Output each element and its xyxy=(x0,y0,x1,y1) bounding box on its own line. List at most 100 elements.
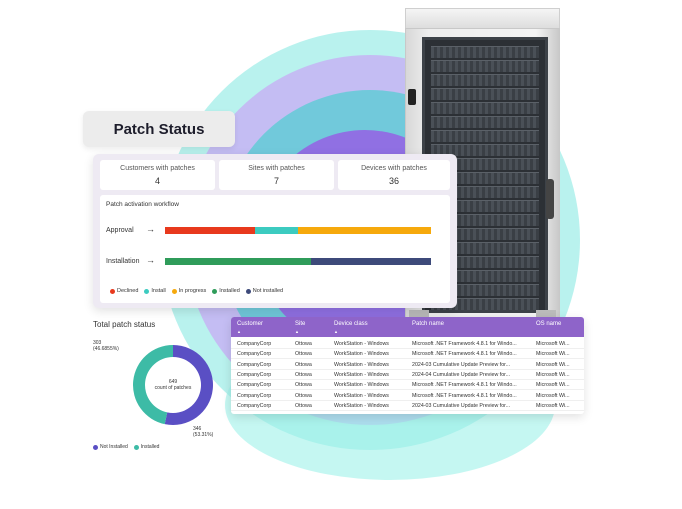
table-cell: CompanyCorp xyxy=(237,341,272,347)
slice-pct: (46.6855%) xyxy=(93,346,119,352)
rack-slot xyxy=(431,46,539,58)
table-cell: WorkStation - Windows xyxy=(334,351,389,358)
table-cell: CompanyCorp xyxy=(237,361,272,368)
bar-segment-install[interactable] xyxy=(255,227,298,234)
stat-label: Sites with patches xyxy=(248,165,305,172)
stat-label: Customers with patches xyxy=(120,165,195,172)
stat-customers: Customers with patches 4 xyxy=(100,160,215,190)
legend-label: Not installed xyxy=(252,288,284,294)
legend-label: Declined xyxy=(117,288,139,294)
table-row[interactable]: CompanyCorp Ottowa WorkStation - Windows 20… xyxy=(231,370,584,380)
bar-segment-in-progress[interactable] xyxy=(297,227,431,234)
legend-item: Declined xyxy=(110,288,138,294)
legend-item: Not installed xyxy=(245,288,284,294)
stat-value: 4 xyxy=(154,176,160,186)
table-row[interactable]: CompanyCorp Ottowa WorkStation - Windows Mi… xyxy=(231,349,584,360)
rack-slot xyxy=(431,158,539,170)
approval-bar xyxy=(165,227,431,234)
table-cell: WorkStation - Windows xyxy=(334,371,389,378)
table-cell: CompanyCorp xyxy=(237,371,272,378)
table-row[interactable]: CompanyCorp Ottowa WorkStation - Windows Mi… xyxy=(231,391,584,401)
workflow-card: Patch activation workflow Approval → Ins… xyxy=(100,195,450,303)
table-cell: Ottowa xyxy=(295,371,312,378)
column-header-device-class[interactable]: Device class▲ xyxy=(328,317,406,337)
table-cell: 2024-04 Cumulative Update Preview for... xyxy=(412,371,511,378)
sort-up-icon[interactable]: ▲ xyxy=(237,329,241,334)
table-cell: Microsoft Wi... xyxy=(536,392,570,399)
sort-up-icon[interactable]: ▲ xyxy=(295,329,299,334)
rack-slot xyxy=(431,60,539,72)
table-cell: CompanyCorp xyxy=(237,402,272,409)
installation-bar xyxy=(165,258,431,265)
table-cell: Ottowa xyxy=(295,351,312,358)
table-cell: WorkStation - Windows xyxy=(334,382,389,389)
sort-up-icon[interactable]: ▲ xyxy=(334,329,338,334)
legend-dot xyxy=(171,288,177,294)
bar-segment-not-installed[interactable] xyxy=(311,258,431,265)
patch-overview-panel: Customers with patches 4 Sites with patc… xyxy=(93,154,457,308)
stat-value: 7 xyxy=(273,176,279,186)
table-cell: WorkStation - Windows xyxy=(334,392,389,399)
table-cell: WorkStation - Windows xyxy=(334,402,389,409)
table-cell: Microsoft .NET Framework 4.8.1 for Windo… xyxy=(412,351,517,358)
rack-slot xyxy=(431,298,539,310)
rack-slot xyxy=(431,144,539,156)
legend-dot xyxy=(212,288,218,294)
legend-label: Installed xyxy=(140,444,160,450)
column-header-site[interactable]: Site▲ xyxy=(289,317,328,337)
donut-center: 649 count of patches xyxy=(125,337,221,433)
legend-dot xyxy=(144,288,150,294)
rack-slot xyxy=(431,186,539,198)
rack-slot xyxy=(431,130,539,142)
table-cell: Ottowa xyxy=(295,392,312,399)
legend-item: Not Installed xyxy=(93,444,128,450)
column-label: Customer xyxy=(237,321,264,327)
workflow-row-label: Installation xyxy=(106,258,140,265)
rack-slot xyxy=(431,88,539,100)
rack-slot xyxy=(431,102,539,114)
table-cell: Microsoft .NET Framework 4.8.1 for Windo… xyxy=(412,341,517,347)
legend-dot xyxy=(93,444,98,450)
column-header-patch-name[interactable]: Patch name xyxy=(406,317,530,337)
donut-slice-installed[interactable] xyxy=(133,345,173,425)
legend-label: Not Installed xyxy=(100,444,128,450)
rack-slot xyxy=(431,242,539,254)
column-label: Patch name xyxy=(412,321,445,327)
table-cell: Microsoft Wi... xyxy=(536,402,570,409)
patch-table: Customer ▲ Site▲ Device class▲ Patch name… xyxy=(231,317,584,414)
donut-slice-not-installed[interactable] xyxy=(164,345,214,425)
column-header-customer[interactable]: Customer ▲ xyxy=(231,317,289,337)
workflow-legend: Declined Install In progress Installed N… xyxy=(110,288,283,294)
table-cell: Microsoft Wi... xyxy=(536,371,570,378)
stat-sites: Sites with patches 7 xyxy=(219,160,334,190)
table-cell: Microsoft Wi... xyxy=(536,351,570,358)
table-cell: CompanyCorp xyxy=(237,351,272,358)
column-header-os-name[interactable]: OS name xyxy=(530,317,584,337)
column-label: OS name xyxy=(536,321,562,327)
legend-item: Installed xyxy=(212,288,240,294)
bar-segment-installed[interactable] xyxy=(165,258,312,265)
rack-slot xyxy=(431,284,539,296)
stat-value: 36 xyxy=(388,176,399,186)
stat-label: Devices with patches xyxy=(361,165,427,172)
bar-segment-declined[interactable] xyxy=(165,227,256,234)
legend-item: In progress xyxy=(171,288,206,294)
arrow-right-icon: → xyxy=(146,224,155,234)
donut-center-label: count of patches xyxy=(154,385,192,391)
rack-foot xyxy=(536,310,556,318)
table-cell: CompanyCorp xyxy=(237,382,272,389)
arrow-right-icon: → xyxy=(146,255,155,265)
table-cell: CompanyCorp xyxy=(237,392,272,399)
page-title: Patch Status xyxy=(113,120,205,138)
legend-label: Install xyxy=(151,288,166,294)
donut-chart: 649 count of patches xyxy=(125,337,221,433)
table-cell: Microsoft Wi... xyxy=(536,382,570,389)
donut-label-installed: 303 (46.6855%) xyxy=(93,340,119,352)
legend-item: Install xyxy=(144,288,166,294)
legend-dot xyxy=(110,288,115,294)
rack-top xyxy=(405,8,560,30)
